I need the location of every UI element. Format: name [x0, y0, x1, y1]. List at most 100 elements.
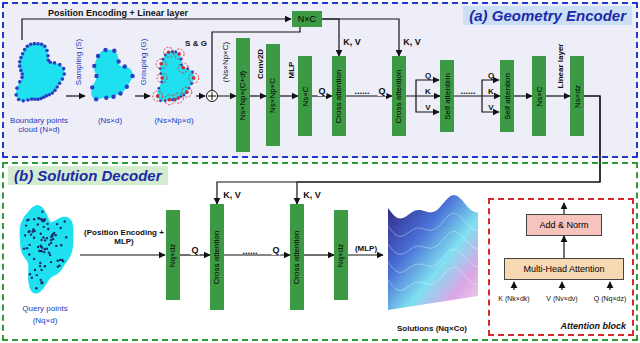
boundary-point — [20, 76, 24, 80]
label-anchor: V (Nv×dv) — [546, 287, 577, 305]
annotation-label: S & G — [185, 39, 207, 48]
edge-label: Q — [317, 86, 326, 96]
sampled-point — [118, 91, 122, 95]
boundary-point — [159, 99, 162, 102]
label-anchor: Q (Nq×dz) — [594, 287, 626, 305]
annotation-label: V — [488, 103, 493, 112]
boundary-point — [159, 72, 162, 75]
boundary-point — [160, 81, 163, 84]
query-point — [32, 228, 34, 230]
add-norm-box: Add & Norm — [526, 214, 602, 236]
connector-arrow — [250, 95, 266, 96]
sampled-point — [123, 64, 127, 68]
boundary-point — [15, 86, 19, 90]
node-text: Ns×Np×(C+d) — [239, 70, 248, 120]
query-point — [41, 250, 43, 252]
annotation-label: Q — [488, 71, 494, 80]
group-circle — [178, 63, 188, 73]
annotation-label: K — [425, 87, 431, 96]
query-point — [28, 244, 30, 246]
query-point-group — [23, 210, 68, 289]
group-circle — [164, 47, 174, 57]
annotation-label: Sampling (S) — [74, 39, 83, 85]
group-circle — [157, 73, 167, 83]
boundary-point — [23, 48, 27, 52]
group-center-point-group — [156, 50, 196, 101]
boundary-point — [164, 53, 167, 56]
group-center-point — [176, 96, 180, 100]
label-anchor: K, V — [402, 31, 422, 49]
sampled-point — [92, 64, 96, 68]
query-point — [48, 244, 50, 246]
node-text: Multi-Head Attention — [523, 264, 604, 274]
boundary-point — [46, 54, 50, 58]
attention-bar: Self attention — [500, 60, 514, 132]
query-point — [56, 223, 58, 225]
query-point — [33, 237, 35, 239]
attention-bar: Self attention — [440, 60, 454, 132]
point-cloud-shape — [158, 52, 194, 102]
boundary-point — [48, 93, 52, 97]
attention-bar: Cross attention — [332, 56, 346, 136]
query-point — [44, 218, 46, 220]
query-point — [37, 217, 39, 219]
annotation-label: K — [488, 87, 494, 96]
query-point — [26, 219, 28, 221]
label-anchor: Grouping (G) — [132, 39, 150, 86]
label-anchor: K — [425, 80, 431, 98]
query-point — [46, 223, 48, 225]
label-anchor: Query points — [22, 297, 67, 315]
solution-field — [388, 195, 478, 310]
group-circle — [173, 93, 183, 103]
group-circle-group — [153, 47, 199, 104]
query-point — [50, 236, 52, 238]
annotation-label: (Ns×Np×C) — [221, 42, 230, 82]
node-text: Ns×dz — [573, 85, 582, 108]
label-anchor: (Ns×Np×C) — [214, 42, 232, 82]
tensor-bar: Ns×Np×(C+d) — [236, 38, 250, 152]
query-point — [61, 259, 63, 261]
flow-arrow — [416, 96, 439, 112]
sampled-point — [94, 97, 98, 101]
edge-label: K, V — [402, 37, 422, 47]
flow-arrow — [135, 95, 150, 96]
annotation-label: ...... — [460, 86, 475, 96]
boundary-point — [174, 51, 177, 54]
label-anchor: Sampling (S) — [67, 39, 85, 85]
boundary-point — [29, 42, 33, 46]
boundary-point — [180, 58, 183, 61]
connector-arrow — [546, 95, 570, 96]
boundary-point — [180, 64, 183, 67]
edge-label: K, V — [302, 190, 322, 200]
boundary-point — [156, 95, 159, 98]
group-center-point — [181, 66, 185, 70]
node-text: Ns×Np×C — [269, 77, 278, 112]
query-point — [46, 248, 48, 250]
solution-contour — [388, 231, 478, 254]
boundary-point — [21, 99, 25, 103]
boundary-point — [42, 95, 46, 99]
boundary-point — [178, 53, 181, 56]
tensor-bar: Ns×Np×C — [266, 44, 280, 146]
tensor-bar: Ns×C — [298, 56, 312, 136]
query-point — [29, 273, 31, 275]
connector-arrow — [514, 95, 532, 96]
query-point — [37, 223, 39, 225]
flow-arrow — [22, 19, 291, 40]
edge-label: K, V — [222, 190, 242, 200]
label-anchor: Position Encoding + Linear layer — [48, 2, 188, 20]
boundary-point — [18, 64, 22, 68]
query-point — [47, 228, 49, 230]
query-point — [48, 252, 50, 254]
query-point — [46, 237, 48, 239]
connector-arrow — [322, 19, 399, 56]
query-point — [56, 259, 58, 261]
query-point — [44, 239, 46, 241]
label-anchor: V — [488, 96, 493, 114]
query-point — [35, 287, 37, 289]
label-anchor: V — [425, 96, 430, 114]
query-point — [31, 276, 33, 278]
query-point — [37, 246, 39, 248]
group-circle — [153, 91, 163, 101]
connector-arrow — [217, 96, 600, 204]
